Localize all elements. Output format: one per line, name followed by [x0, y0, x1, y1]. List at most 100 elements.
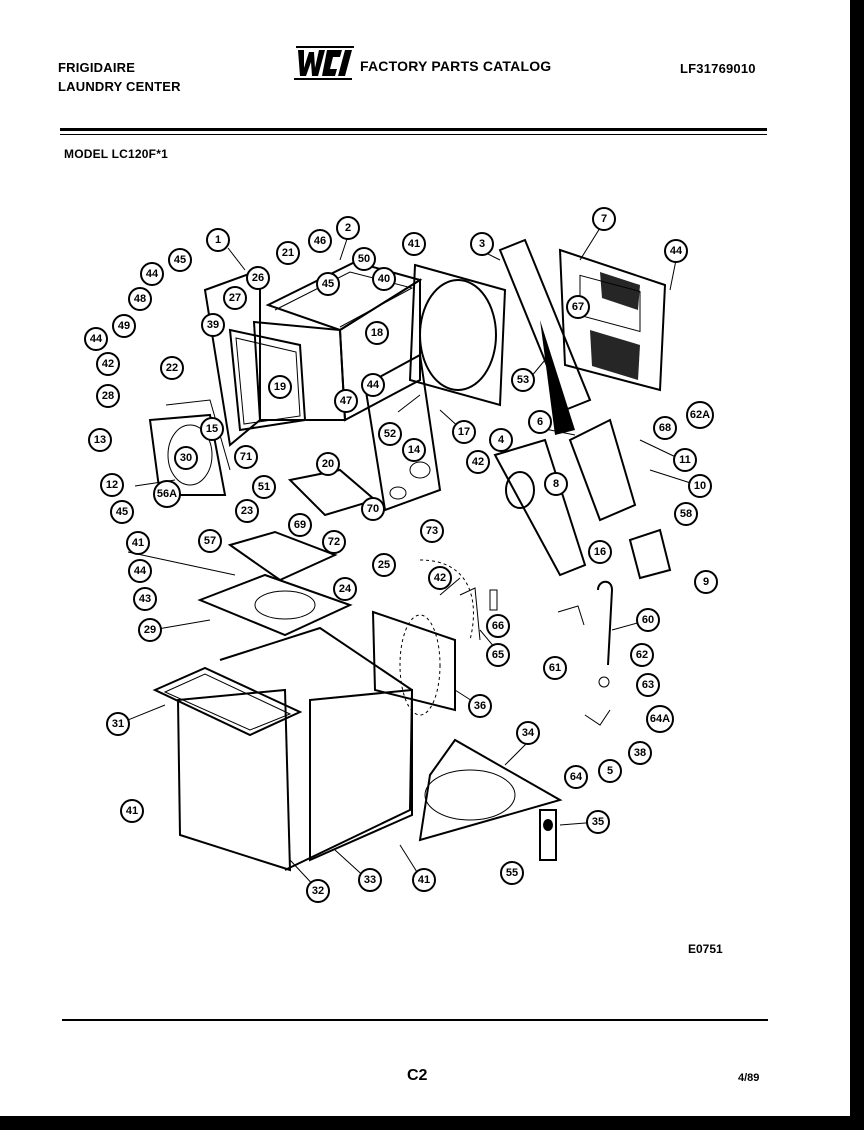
callout-bubble: [198, 529, 222, 553]
heater-assembly: [493, 418, 672, 580]
callout-bubble: [112, 314, 136, 338]
callout-bubble: [352, 247, 376, 271]
callout-bubble: [636, 608, 660, 632]
callout-60: 60: [636, 608, 660, 632]
callout-bubble: [84, 327, 108, 351]
callout-7: 7: [592, 207, 616, 231]
callout-72: 72: [322, 530, 346, 554]
callout-bubble: [402, 232, 426, 256]
callout-bubble: [288, 513, 312, 537]
callout-label: 22: [166, 362, 178, 374]
callout-31: 31: [106, 712, 130, 736]
callout-label: 62: [636, 649, 648, 661]
callout-label: 25: [378, 559, 390, 571]
callout-bubble: [566, 295, 590, 319]
callout-bubble: [378, 422, 402, 446]
callout-44: 44: [664, 239, 688, 263]
callout-bubble: [468, 694, 492, 718]
callout-label: 44: [367, 379, 380, 391]
callout-bubble: [138, 618, 162, 642]
callout-62A: 62A: [686, 401, 714, 429]
callout-bubble: [500, 861, 524, 885]
callout-label: 30: [180, 452, 192, 464]
brand-name: FRIGIDAIRE: [58, 60, 136, 75]
callout-label: 67: [572, 301, 584, 313]
callout-label: 44: [146, 268, 159, 280]
callout-19: 19: [268, 375, 292, 399]
drum-rear-bulkhead: [408, 263, 507, 407]
callout-label: 41: [418, 874, 430, 886]
callout-45: 45: [316, 272, 340, 296]
callout-label: 51: [258, 481, 270, 493]
callout-11: 11: [673, 448, 697, 472]
callout-label: 33: [364, 874, 376, 886]
callout-label: 34: [522, 727, 535, 739]
part-number: LF31769010: [680, 61, 756, 76]
callout-label: 70: [367, 503, 379, 515]
callout-44: 44: [140, 262, 164, 286]
callout-bubble: [586, 810, 610, 834]
callout-label: 43: [139, 593, 151, 605]
callout-label: 73: [426, 525, 438, 537]
callout-42: 42: [466, 450, 490, 474]
callout-69: 69: [288, 513, 312, 537]
callout-18: 18: [365, 321, 389, 345]
callout-label: 31: [112, 718, 124, 730]
callout-45: 45: [168, 248, 192, 272]
catalog-title: FACTORY PARTS CATALOG: [360, 58, 552, 74]
callout-57: 57: [198, 529, 222, 553]
callout-bubble: [372, 267, 396, 291]
callout-2: 2: [336, 216, 360, 240]
callout-label: 17: [458, 426, 470, 438]
callout-bubble: [201, 313, 225, 337]
callout-label: 21: [282, 247, 294, 259]
callout-bubble: [598, 759, 622, 783]
callout-bubble: [268, 375, 292, 399]
callout-label: 29: [144, 624, 156, 636]
callout-63: 63: [636, 673, 660, 697]
callout-61: 61: [543, 656, 567, 680]
callout-bubble: [276, 241, 300, 265]
callout-53: 53: [511, 368, 535, 392]
callout-bubble: [133, 587, 157, 611]
callout-label: 35: [592, 816, 604, 828]
callout-45: 45: [110, 500, 134, 524]
callout-label: 15: [206, 423, 218, 435]
callout-bubble: [174, 446, 198, 470]
callout-label: 71: [240, 451, 252, 463]
callout-label: 13: [94, 434, 106, 446]
callout-12: 12: [100, 473, 124, 497]
callout-14: 14: [402, 438, 426, 462]
callout-bubble: [673, 448, 697, 472]
callout-44: 44: [128, 559, 152, 583]
callout-67: 67: [566, 295, 590, 319]
callout-bubble: [628, 741, 652, 765]
header-rule-thin: [60, 134, 767, 135]
callout-label: 23: [241, 505, 253, 517]
callout-bubble: [592, 207, 616, 231]
callout-bubble: [564, 765, 588, 789]
callout-44: 44: [361, 373, 385, 397]
callout-bubble: [106, 712, 130, 736]
callout-bubble: [361, 373, 385, 397]
callout-bubble: [100, 473, 124, 497]
callout-44: 44: [84, 327, 108, 351]
control-panel-parts: [197, 468, 378, 637]
wci-logo: [294, 46, 354, 80]
callout-label: 11: [679, 454, 691, 466]
callout-label: 61: [549, 662, 561, 674]
callout-bubble: [486, 614, 510, 638]
callout-bubble: [308, 229, 332, 253]
callout-label: 69: [294, 519, 306, 531]
callout-label: 10: [694, 480, 706, 492]
callout-bubble: [316, 272, 340, 296]
catalog-page: FRIGIDAIRE LAUNDRY CENTER FACTORY PARTS …: [0, 0, 850, 1116]
callout-bubble: [126, 531, 150, 555]
callout-label: 26: [252, 272, 264, 284]
callout-label: 8: [553, 478, 559, 490]
callout-bubble: [466, 450, 490, 474]
callout-bubble: [120, 799, 144, 823]
callout-bubble: [96, 384, 120, 408]
callout-bubble: [128, 559, 152, 583]
callout-label: 36: [474, 700, 486, 712]
